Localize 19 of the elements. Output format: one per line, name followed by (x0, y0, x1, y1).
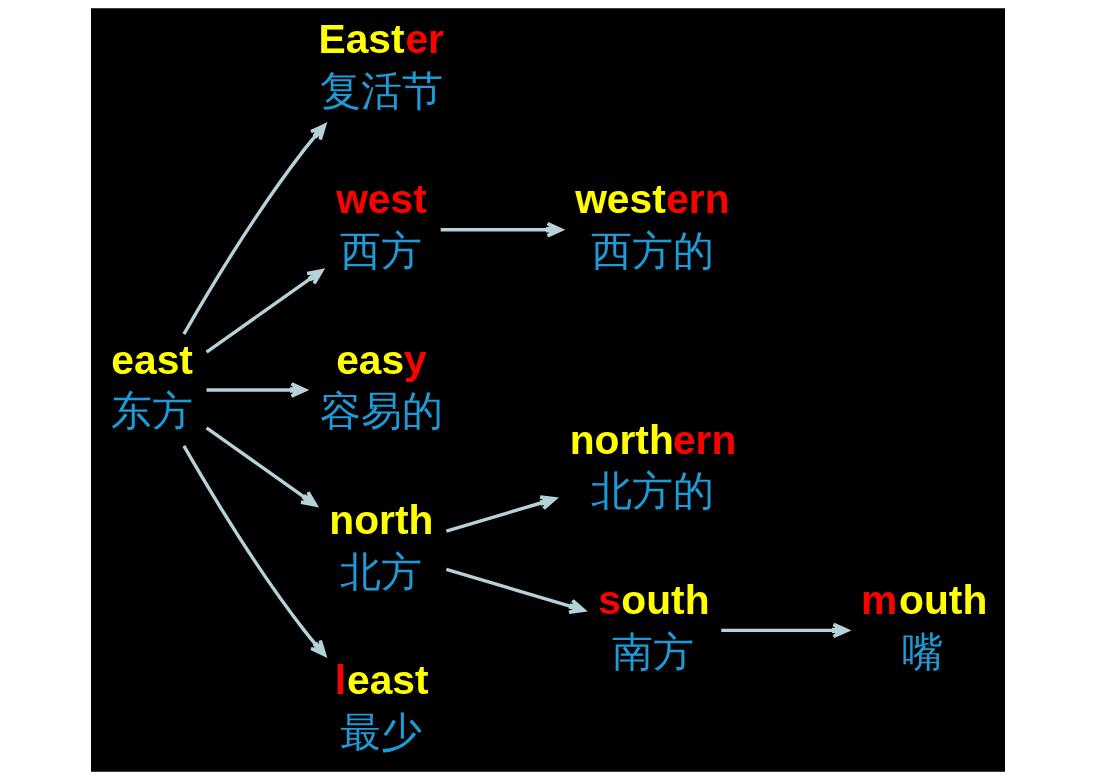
arrow (445, 495, 557, 533)
node-text: east 东方 (110, 336, 193, 435)
node-text: north 北方 (329, 496, 434, 595)
node-text: easy 容易的 (319, 336, 443, 435)
arrow (445, 567, 586, 614)
node-text: western 西方的 (575, 176, 730, 275)
arrow (721, 622, 849, 639)
arrow (182, 445, 327, 657)
arrow (206, 382, 307, 398)
node-text: northern 北方的 (569, 416, 737, 515)
node-text: south 南方 (598, 577, 710, 675)
node-text: least 最少 (334, 657, 429, 755)
node-text: west 西方 (336, 176, 427, 275)
node-text: mouth 嘴 (861, 577, 988, 675)
arrow (182, 123, 327, 335)
node-text: Easter 复活节 (318, 16, 444, 114)
arrow (440, 221, 563, 238)
arrow (205, 268, 324, 354)
arrow (205, 426, 318, 507)
